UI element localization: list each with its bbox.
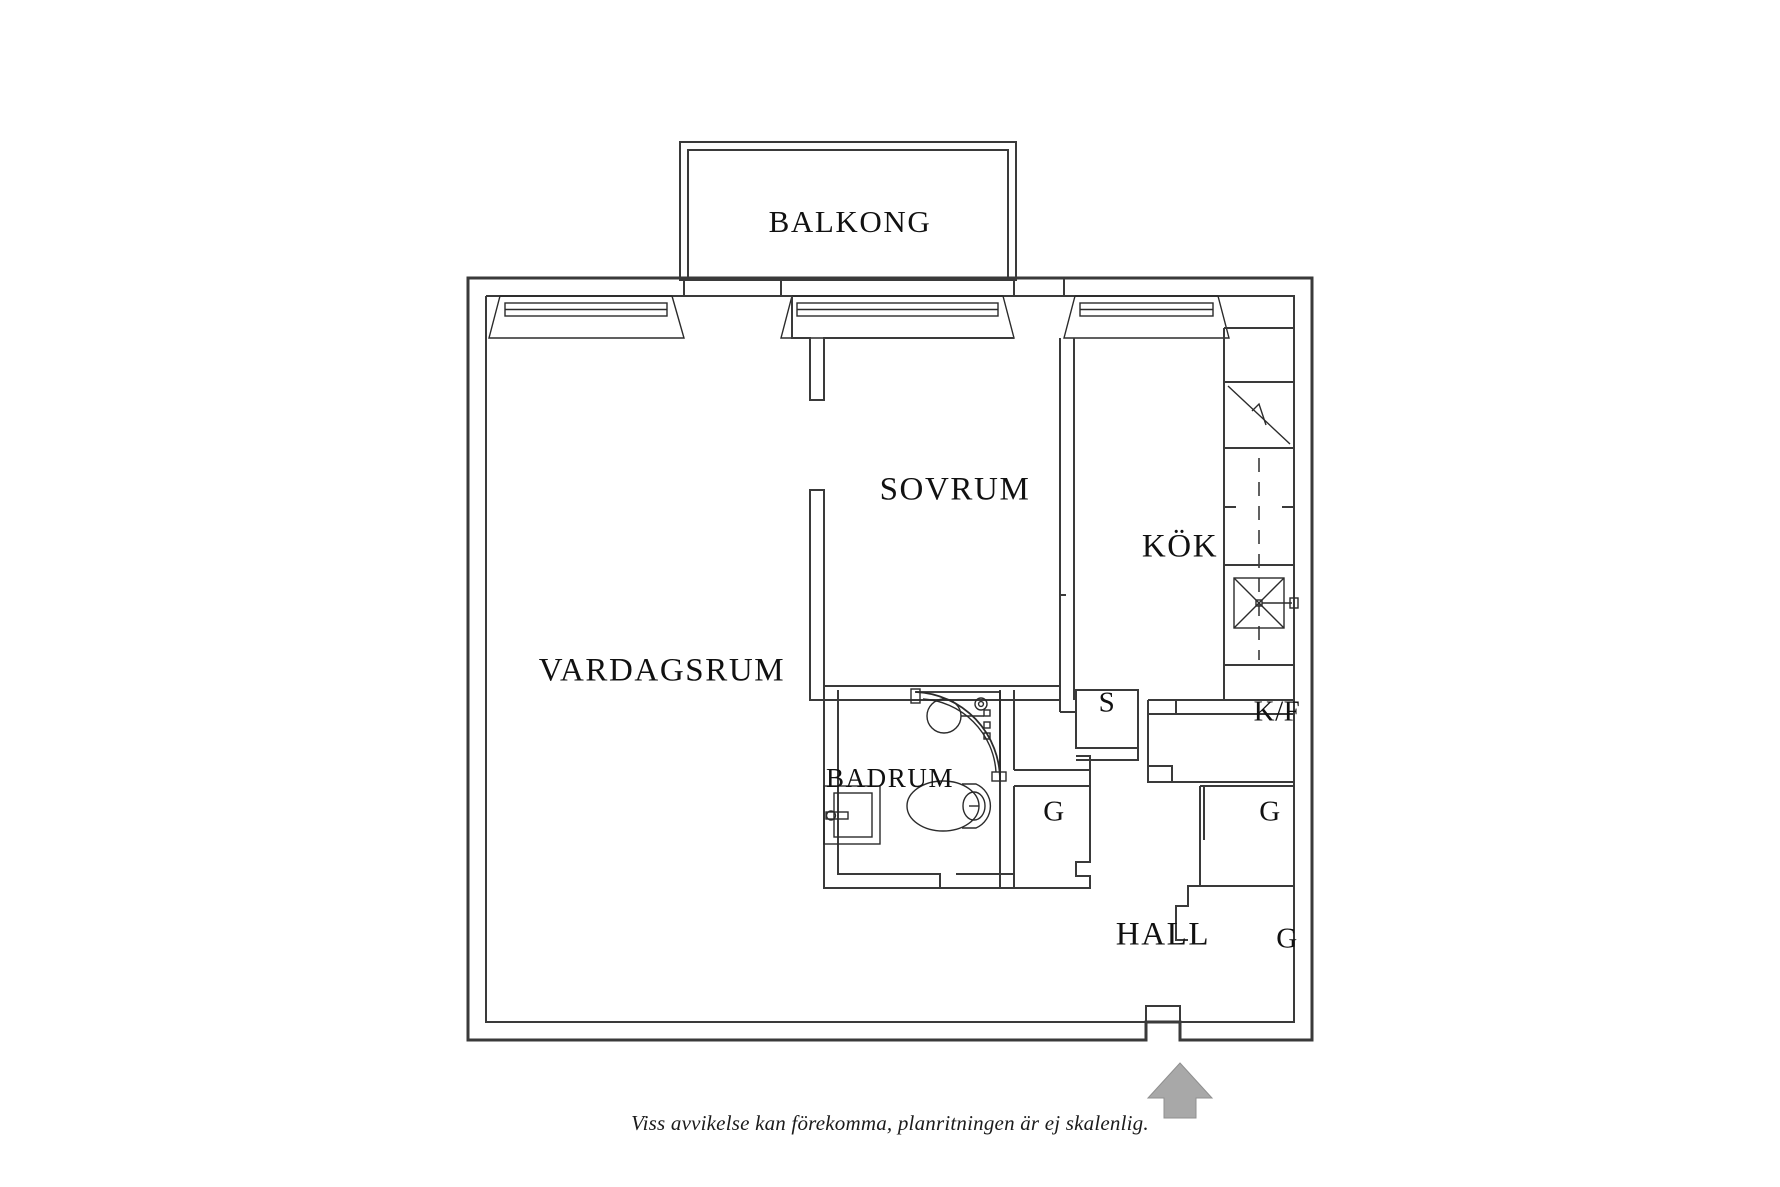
balcony-door-jambs (683, 278, 1065, 296)
corner-shower-icon (910, 688, 1007, 782)
entrance-wall-jog (1145, 1005, 1181, 1022)
disclaimer-caption: Viss avvikelse kan förekomma, planritnin… (631, 1111, 1149, 1135)
balcony-outline (679, 141, 1017, 281)
storage-g-bathroom-walls (1014, 755, 1091, 889)
hall-storage-walls (1147, 699, 1295, 941)
storage-s-walls (1060, 689, 1139, 761)
room-label-vardagsrum: VARDAGSRUM (539, 653, 785, 689)
storage-label-garderob-hall-1: G (1259, 796, 1280, 828)
storage-label-skafferi: S (1099, 687, 1116, 719)
room-label-badrum: BADRUM (826, 763, 954, 793)
room-label-sovrum: SOVRUM (880, 472, 1031, 508)
entrance-arrow (1146, 1062, 1214, 1119)
washbasin-icon (823, 785, 881, 845)
toilet-icon (906, 780, 992, 832)
room-label-balkong: BALKONG (769, 204, 932, 239)
window-living-room (488, 295, 685, 339)
kitchen-sink-icon (1233, 577, 1299, 629)
storage-label-garderob-hall-2: G (1276, 923, 1297, 955)
worktop-centreline (1224, 458, 1294, 660)
room-label-kok: KÖK (1142, 529, 1218, 565)
room-label-hall: HALL (1116, 917, 1210, 953)
storage-label-garderob-bad: G (1043, 796, 1064, 828)
stove-icon (1227, 385, 1291, 445)
window-kitchen (1063, 295, 1230, 339)
storage-label-kyl-frys: K/F (1254, 696, 1301, 728)
